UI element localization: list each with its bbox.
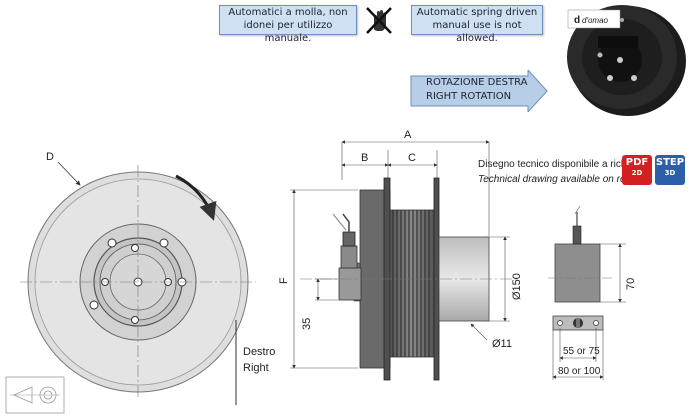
note-italian-line-2: idonei per utilizzo manuale. [243, 20, 333, 44]
rotation-arrow: ROTAZIONE DESTRA RIGHT ROTATION [410, 70, 548, 112]
rotation-line-2: RIGHT ROTATION [426, 91, 512, 102]
note-italian-line-1: Automatici a molla, non [228, 7, 348, 18]
step-sub-label: 3D [664, 169, 676, 177]
side-dimensions [290, 140, 510, 369]
side-view [300, 177, 520, 381]
note-english-line-1: Automatic spring driven [416, 7, 538, 18]
dim-label-d: D [46, 151, 54, 163]
rotation-line-1: ROTAZIONE DESTRA [426, 77, 528, 88]
pdf-label: PDF [625, 157, 649, 168]
dim-label-f: F [278, 277, 290, 284]
dim-label-70: 70 [625, 278, 637, 290]
projection-symbol [5, 376, 65, 414]
product-photo: d d'omao [567, 5, 686, 116]
detail-base-dims [552, 328, 604, 380]
dim-label-55-75: 55 or 75 [563, 346, 600, 357]
pdf-sub-label: 2D [631, 169, 643, 177]
front-view [20, 161, 256, 405]
notice-english: Technical drawing available on request [478, 174, 650, 185]
dim-label-a: A [404, 129, 412, 141]
brand-logo-d: d [574, 15, 580, 26]
dim-label-c: C [408, 152, 416, 164]
dim-label-dia150: Ø150 [511, 273, 523, 300]
dim-label-35: 35 [301, 318, 313, 330]
detail-box-dims [600, 243, 626, 303]
direction-line-2: Right [243, 362, 269, 374]
brand-logo: d'omao [582, 16, 609, 25]
step-label: STEP [655, 157, 685, 168]
direction-line-1: Destro [243, 346, 275, 358]
detail-box-view [548, 205, 612, 303]
notice-italian: Disegno tecnico disponibile a richiesta [478, 159, 648, 170]
dim-label-80-100: 80 or 100 [558, 366, 601, 377]
detail-base-view [552, 315, 604, 331]
note-english-line-2: manual use is not allowed. [432, 20, 522, 44]
step-3d-button[interactable]: STEP 3D [655, 155, 685, 185]
dim-label-b: B [361, 152, 368, 164]
dim-label-dia11: Ø11 [492, 338, 512, 350]
pdf-2d-button[interactable]: PDF 2D [622, 155, 652, 185]
no-hand-icon [366, 7, 392, 34]
note-italian: Automatici a molla, non idonei per utili… [219, 5, 357, 44]
note-english: Automatic spring driven manual use is no… [411, 5, 543, 44]
